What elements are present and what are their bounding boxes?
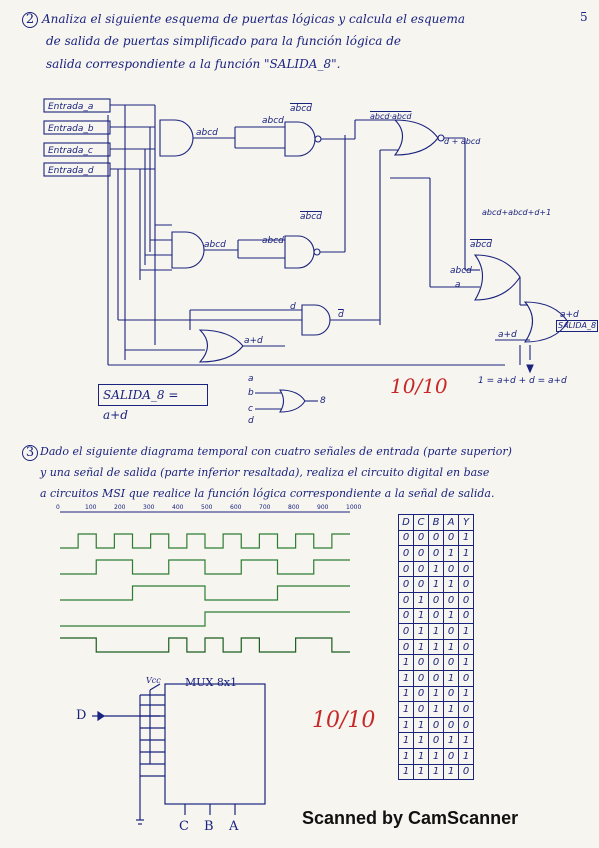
timeline-tick-label: 1000 <box>346 504 361 511</box>
input-label-a: Entrada_a <box>48 102 93 112</box>
arrow-down-icon <box>526 364 534 374</box>
exercise-2-line-3: salida correspondiente a la función "SAL… <box>46 57 341 71</box>
label-and2: abcd <box>204 240 226 250</box>
label-nor-out: d + abcd <box>444 137 481 146</box>
camscanner-watermark: Scanned by CamScanner <box>302 808 519 828</box>
and-gate-1 <box>159 119 194 157</box>
timeline-tick-label: 700 <box>259 504 271 511</box>
timeline-tick-label: 200 <box>114 504 126 511</box>
timeline-tick-label: 300 <box>143 504 155 511</box>
timeline-tick-label: 600 <box>230 504 242 511</box>
label-or-mid-a: abcd <box>470 240 492 250</box>
grade-exercise-3: 10/10 <box>312 708 376 733</box>
mux-vcc-label: Vcc <box>146 676 161 685</box>
truth-cell: 1 <box>458 747 474 765</box>
mux-select-b: B <box>204 819 214 834</box>
timeline-tick-label: 800 <box>288 504 300 511</box>
label-or-mid-c: a <box>455 280 461 290</box>
truth-cell: 0 <box>458 763 474 781</box>
label-top-right: abcd+abcd+d+1 <box>482 208 552 217</box>
label-or-low: a+d <box>244 336 263 346</box>
simplified-input-b: b <box>248 388 254 398</box>
or-gate-final <box>523 301 569 343</box>
truth-header-y: Y <box>458 514 474 531</box>
label-right-note: 1 = a+d + d = a+d <box>478 376 567 386</box>
timeline-tick-label: 500 <box>201 504 213 511</box>
simplified-or-gate <box>278 389 306 413</box>
signal-c <box>60 585 350 601</box>
signal-a <box>60 533 350 549</box>
input-label-b: Entrada_b <box>48 124 94 134</box>
or-gate-middle <box>473 254 521 301</box>
nand-gate-1 <box>284 121 316 157</box>
input-label-d: Entrada_d <box>48 166 94 176</box>
mux-8x1-block <box>164 683 266 805</box>
nor-gate-top <box>393 119 439 156</box>
mux-select-c: C <box>179 819 189 834</box>
simplified-input-d: d <box>248 416 254 426</box>
simplified-input-c: c <box>248 404 253 414</box>
label-or-mid-b: abcd <box>450 266 472 276</box>
logic-circuit-diagram: Entrada_a Entrada_b Entrada_c Entrada_d <box>43 98 569 413</box>
label-nor-top: abcd·abcd <box>370 112 412 121</box>
simplified-output: 8 <box>320 396 326 406</box>
truth-cell: 1 <box>458 545 474 562</box>
label-and3-in: d <box>290 302 296 312</box>
mux-title: MUX 8x1 <box>185 676 238 689</box>
signal-y <box>60 637 350 653</box>
timeline-tick-label: 100 <box>85 504 97 511</box>
label-nand1-in: abcd <box>262 116 284 126</box>
timeline-tick-label: 900 <box>317 504 329 511</box>
exercise-2-line-1: Analiza el siguiente esquema de puertas … <box>42 12 466 26</box>
result-box: SALIDA_8 = a+d <box>98 384 208 422</box>
label-final-name: SALIDA_8 <box>556 320 599 332</box>
simplified-input-a: a <box>248 374 254 384</box>
exercise-2-line-2: de salida de puertas simplificado para l… <box>46 34 401 48</box>
label-nand2-in: abcd <box>262 236 284 246</box>
label-and1: abcd <box>196 128 218 138</box>
signal-d <box>60 611 350 627</box>
signal-b <box>60 559 350 575</box>
and-gate-3 <box>301 304 331 336</box>
exercise-3-line-3: a circuitos MSI que realice la función l… <box>40 487 495 500</box>
and-gate-2 <box>171 231 205 269</box>
label-final-out: a+d <box>560 310 579 320</box>
mux-input-label: D <box>76 708 87 723</box>
label-final-in: a+d <box>498 330 517 340</box>
exercise-3-line-1: Dado el siguiente diagrama temporal con … <box>40 445 512 458</box>
corner-mark: 5 <box>580 10 588 24</box>
label-nand2-out: abcd <box>300 212 322 222</box>
timeline-tick-label: 400 <box>172 504 184 511</box>
exercise-3-line-2: y una señal de salida (parte inferior re… <box>40 466 490 479</box>
arrow-right-icon <box>97 710 106 722</box>
timeline-tick-label: 0 <box>56 504 60 511</box>
label-and3-out: d <box>338 310 344 320</box>
label-nand1-out: abcd <box>290 104 312 114</box>
mux-select-a: A <box>229 819 239 834</box>
input-label-c: Entrada_c <box>48 146 93 156</box>
exercise-2-number: 2 <box>22 12 38 28</box>
grade-exercise-2: 10/10 <box>390 374 448 398</box>
or-gate-low <box>198 329 244 363</box>
exercise-3-number: 3 <box>22 445 38 461</box>
